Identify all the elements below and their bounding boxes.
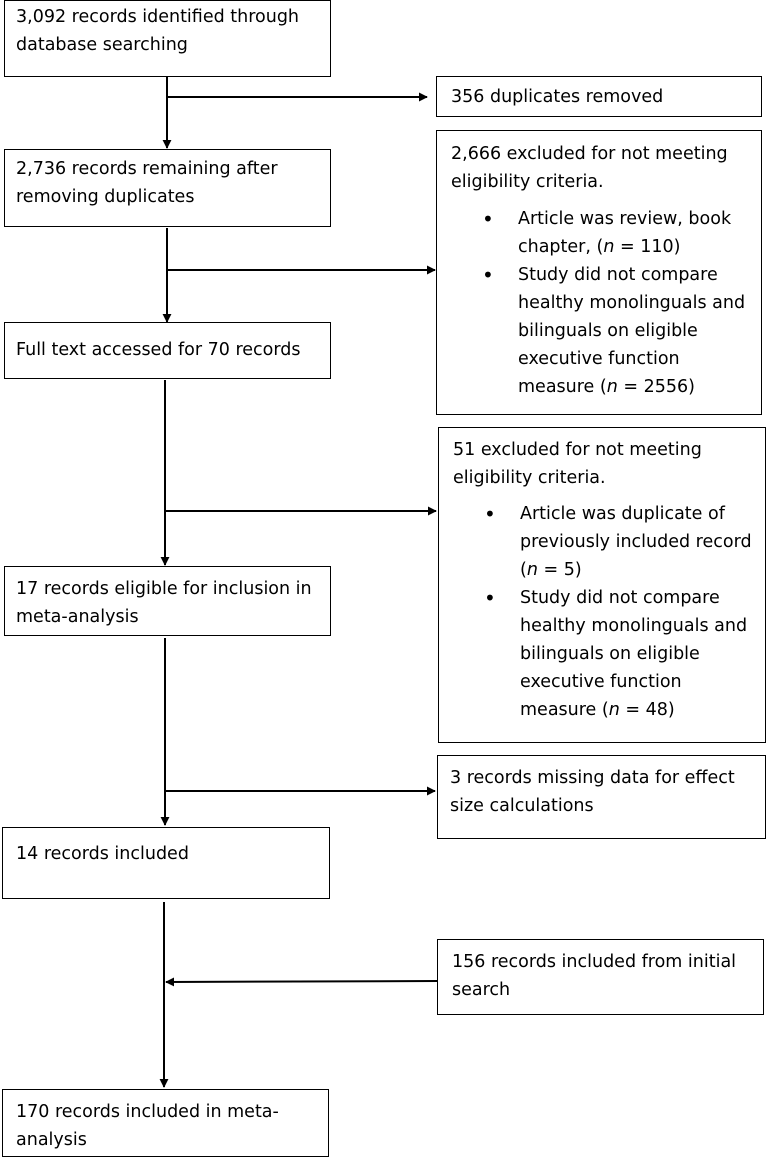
excluded-1-header: 2,666 excluded for not meeting eligibili… bbox=[451, 144, 728, 192]
excluded-2-header: 51 excluded for not meeting eligibility … bbox=[453, 440, 702, 488]
missing-data-text: 3 records missing data for effect size c… bbox=[450, 768, 735, 816]
excluded-2-item: Study did not compare healthy monolingua… bbox=[484, 584, 753, 724]
excluded-2-item: Article was duplicate of previously incl… bbox=[484, 500, 753, 584]
included-14-box: 14 records included bbox=[2, 827, 330, 899]
initial-search-box: 156 records included from initial search bbox=[437, 939, 764, 1015]
excluded-1-item: Article was review, book chapter, (n = 1… bbox=[482, 205, 749, 261]
duplicates-removed-text: 356 duplicates removed bbox=[451, 87, 664, 107]
final-box: 170 records included in meta-analysis bbox=[2, 1089, 329, 1157]
initial-search-text: 156 records included from initial search bbox=[452, 952, 737, 1000]
excluded-1-box: 2,666 excluded for not meeting eligibili… bbox=[436, 130, 762, 415]
fulltext-box: Full text accessed for 70 records bbox=[4, 322, 331, 379]
remaining-box: 2,736 records remaining after removing d… bbox=[4, 149, 331, 227]
final-text: 170 records included in meta-analysis bbox=[16, 1102, 279, 1150]
excluded-2-list: Article was duplicate of previously incl… bbox=[453, 500, 753, 724]
identified-box: 3,092 records identified through databas… bbox=[4, 0, 331, 77]
arrow-from-initial-search bbox=[165, 977, 439, 987]
fulltext-text: Full text accessed for 70 records bbox=[16, 340, 301, 360]
eligible-box: 17 records eligible for inclusion in met… bbox=[4, 566, 331, 636]
remaining-text: 2,736 records remaining after removing d… bbox=[16, 159, 278, 207]
included-14-text: 14 records included bbox=[16, 844, 189, 864]
duplicates-removed-box: 356 duplicates removed bbox=[436, 76, 762, 117]
excluded-2-box: 51 excluded for not meeting eligibility … bbox=[438, 427, 766, 743]
excluded-1-list: Article was review, book chapter, (n = 1… bbox=[451, 205, 749, 401]
eligible-text: 17 records eligible for inclusion in met… bbox=[16, 579, 312, 627]
identified-text: 3,092 records identified through databas… bbox=[16, 7, 300, 55]
excluded-1-item: Study did not compare healthy monolingua… bbox=[482, 261, 749, 401]
missing-data-box: 3 records missing data for effect size c… bbox=[437, 755, 766, 839]
